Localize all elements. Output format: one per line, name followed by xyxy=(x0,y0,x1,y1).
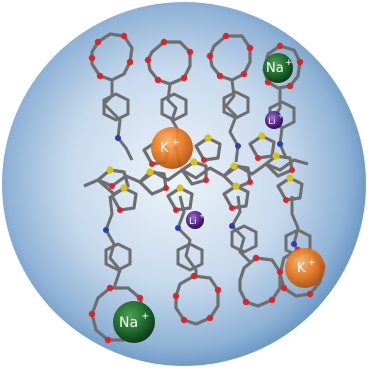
molecule-frameworks xyxy=(83,32,326,344)
ion-li-top-label: Li xyxy=(268,117,276,127)
ion-li-top-charge: + xyxy=(278,112,284,120)
ion-k-bottom: K + xyxy=(285,248,325,288)
ion-li-mid-charge: + xyxy=(199,212,205,220)
ion-na-bottom-label: Na xyxy=(119,315,138,331)
ion-k-top-charge: + xyxy=(172,138,180,148)
benzene-rings xyxy=(102,90,312,272)
ion-k-bottom-label: K xyxy=(297,261,306,276)
ion-na-top-label: Na xyxy=(266,61,284,76)
ion-k-top: K + xyxy=(151,127,193,169)
background-disc xyxy=(2,2,366,366)
ion-na-top: Na + xyxy=(263,53,293,83)
ion-na-bottom-charge: + xyxy=(141,311,149,322)
ion-li-top: Li + xyxy=(265,111,284,129)
ion-na-top-charge: + xyxy=(285,58,293,68)
ion-na-bottom: Na + xyxy=(113,301,155,343)
ion-li-mid-label: Li xyxy=(189,217,197,227)
ion-k-bottom-charge: + xyxy=(308,258,316,268)
ion-li-mid: Li + xyxy=(186,211,205,229)
ion-k-top-label: K xyxy=(160,141,169,156)
